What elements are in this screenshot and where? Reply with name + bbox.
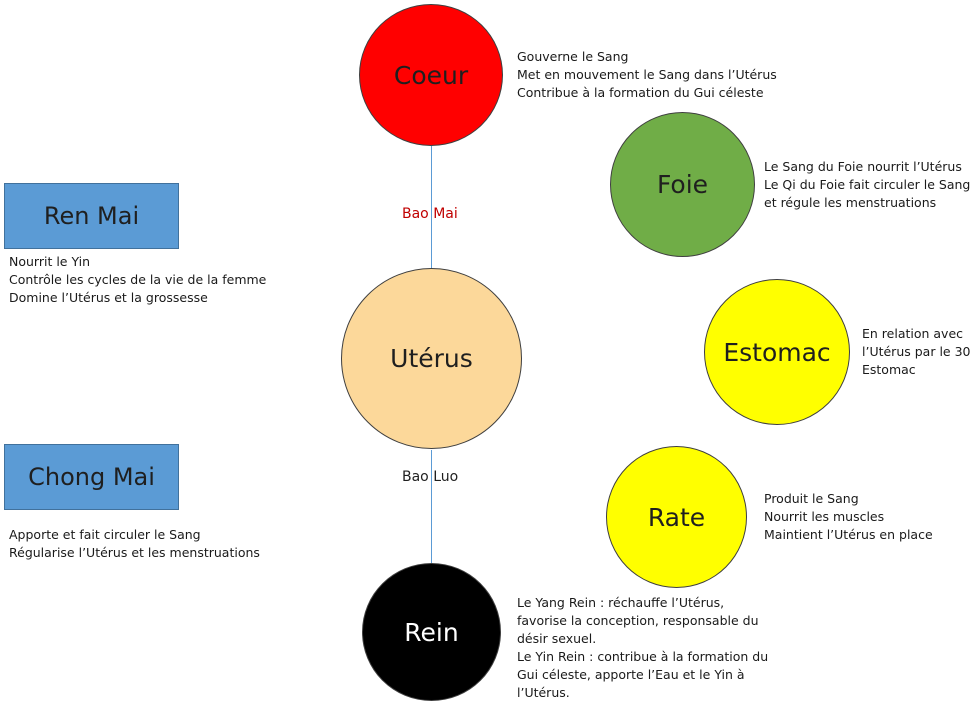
note-line: favorise la conception, responsable du [517,613,759,628]
note-line: Le Sang du Foie nourrit l’Utérus [764,159,962,174]
note-foie: Le Sang du Foie nourrit l’Utérus Le Qi d… [764,158,970,212]
note-line: Apporte et fait circuler le Sang [9,527,201,542]
note-line: l’Utérus par le 30 [862,344,971,359]
note-line: Le Yin Rein : contribue à la formation d… [517,649,769,664]
note-line: Régularise l’Utérus et les menstruations [9,545,260,560]
connector-uterus-rein [431,450,432,564]
note-line: Domine l’Utérus et la grossesse [9,290,208,305]
organ-foie: Foie [610,112,755,257]
note-line: Nourrit le Yin [9,254,91,269]
note-line: En relation avec [862,326,964,341]
connection-bao-luo: Bao Luo [402,469,459,485]
note-line: Met en mouvement le Sang dans l’Utérus [517,67,777,82]
organ-coeur: Coeur [359,4,503,146]
note-ren-mai: Nourrit le Yin Contrôle les cycles de la… [9,253,266,307]
note-line: et régule les menstruations [764,195,937,210]
note-line: Gouverne le Sang [517,49,629,64]
note-chong-mai: Apporte et fait circuler le Sang Régular… [9,526,260,562]
meridian-chong-mai: Chong Mai [4,444,179,510]
organ-rein: Rein [362,563,501,701]
note-rate: Produit le Sang Nourrit les muscles Main… [764,490,933,544]
note-line: Le Yang Rein : réchauffe l’Utérus, [517,595,725,610]
note-line: Le Qi du Foie fait circuler le Sang [764,177,971,192]
note-line: désir sexuel. [517,631,597,646]
note-line: Maintient l’Utérus en place [764,527,933,542]
meridian-chong-mai-label: Chong Mai [28,463,155,491]
note-line: l’Utérus. [517,685,570,700]
note-coeur: Gouverne le Sang Met en mouvement le San… [517,48,777,102]
note-line: Contribue à la formation du Gui céleste [517,85,764,100]
note-line: Gui céleste, apporte l’Eau et le Yin à [517,667,745,682]
note-rein: Le Yang Rein : réchauffe l’Utérus, favor… [517,594,768,702]
connector-coeur-uterus [431,146,432,270]
organ-rate: Rate [606,446,747,588]
note-line: Estomac [862,362,916,377]
organ-uterus-label: Utérus [390,344,473,373]
organ-estomac-label: Estomac [723,337,831,367]
connection-bao-mai: Bao Mai [402,206,458,222]
note-estomac: En relation avec l’Utérus par le 30 Esto… [862,325,970,379]
organ-estomac: Estomac [704,279,850,425]
organ-uterus: Utérus [341,268,522,449]
organ-foie-label: Foie [656,170,709,199]
meridian-ren-mai: Ren Mai [4,183,179,249]
organ-rein-label: Rein [404,617,459,647]
meridian-ren-mai-label: Ren Mai [43,202,140,230]
note-line: Produit le Sang [764,491,859,506]
organ-rate-label: Rate [647,502,706,532]
note-line: Contrôle les cycles de la vie de la femm… [9,272,267,287]
note-line: Nourrit les muscles [764,509,885,524]
organ-coeur-label: Coeur [393,60,469,90]
